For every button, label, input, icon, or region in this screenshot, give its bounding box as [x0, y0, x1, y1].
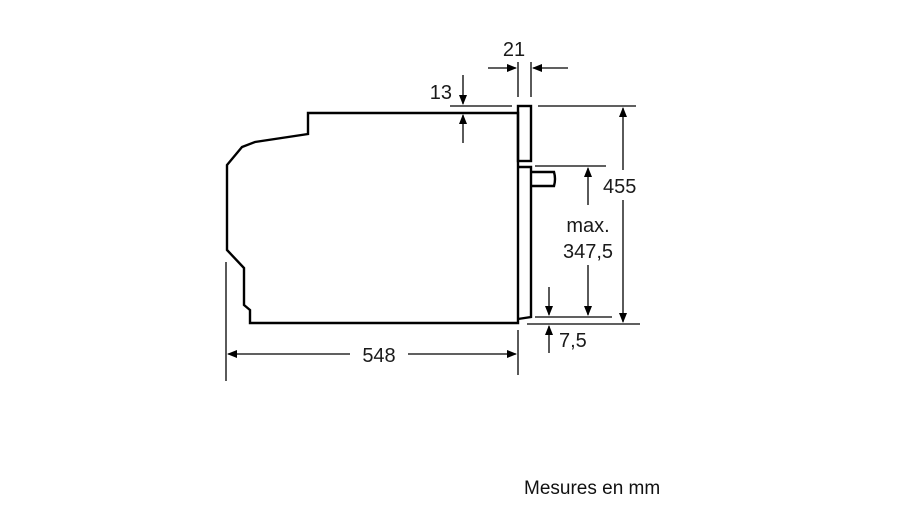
dim-bottom-offset: 7,5	[545, 287, 587, 353]
oven-door	[517, 165, 533, 321]
dim-label-13: 13	[430, 82, 452, 104]
door-handle	[531, 170, 557, 188]
dim-max-height: max. 347,5	[535, 165, 613, 318]
oven-body-outline	[225, 111, 520, 325]
dim-label-7-5: 7,5	[559, 330, 587, 352]
dim-label-21: 21	[503, 39, 525, 61]
dim-label-max: max.	[566, 215, 609, 237]
dim-top-offset: 13	[430, 75, 512, 143]
dim-label-548: 548	[362, 345, 395, 367]
dim-label-455: 455	[603, 176, 636, 198]
units-caption: Mesures en mm	[524, 478, 661, 499]
dim-depth: 548	[225, 262, 519, 381]
dim-label-347-5: 347,5	[563, 241, 613, 263]
dim-door-thickness: 21	[488, 39, 568, 97]
dim-total-height: 455	[527, 105, 640, 325]
control-panel	[516, 104, 533, 163]
